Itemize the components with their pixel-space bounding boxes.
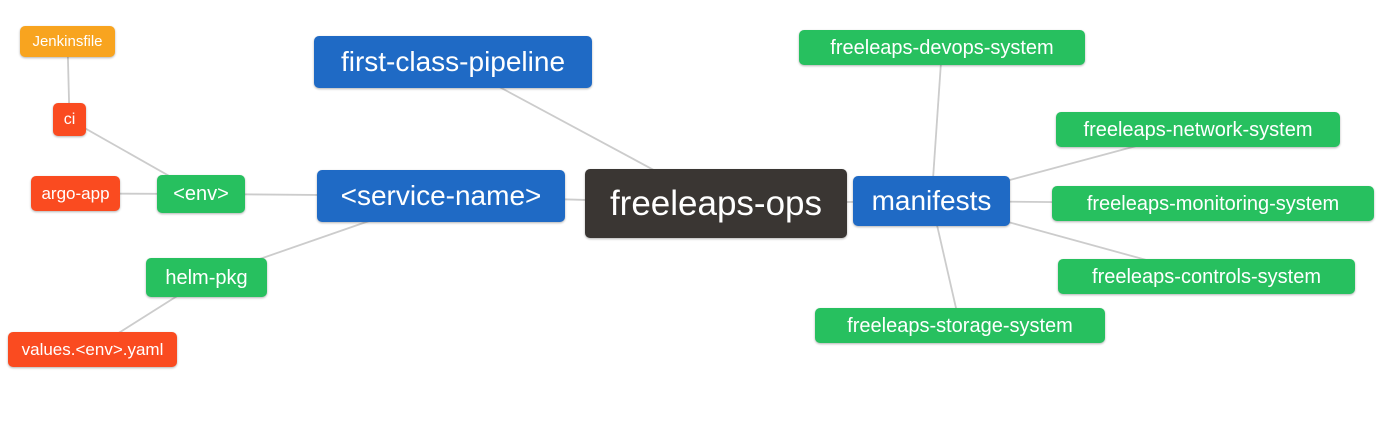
node-storage-system[interactable]: freeleaps-storage-system <box>815 308 1105 343</box>
node-freeleaps-ops[interactable]: freeleaps-ops <box>585 169 847 238</box>
node-env[interactable]: <env> <box>157 175 245 213</box>
node-first-class-pipeline[interactable]: first-class-pipeline <box>314 36 592 88</box>
node-service-name[interactable]: <service-name> <box>317 170 565 222</box>
node-devops-system[interactable]: freeleaps-devops-system <box>799 30 1085 65</box>
node-values-env-yaml[interactable]: values.<env>.yaml <box>8 332 177 367</box>
node-argo-app[interactable]: argo-app <box>31 176 120 211</box>
edge-devops-system-manifests <box>930 47 943 202</box>
node-manifests[interactable]: manifests <box>853 176 1010 226</box>
node-helm-pkg[interactable]: helm-pkg <box>146 258 267 297</box>
node-jenkinsfile[interactable]: Jenkinsfile <box>20 26 115 57</box>
node-monitoring-system[interactable]: freeleaps-monitoring-system <box>1052 186 1374 221</box>
node-ci[interactable]: ci <box>53 103 86 136</box>
node-network-system[interactable]: freeleaps-network-system <box>1056 112 1340 147</box>
node-controls-system[interactable]: freeleaps-controls-system <box>1058 259 1355 294</box>
